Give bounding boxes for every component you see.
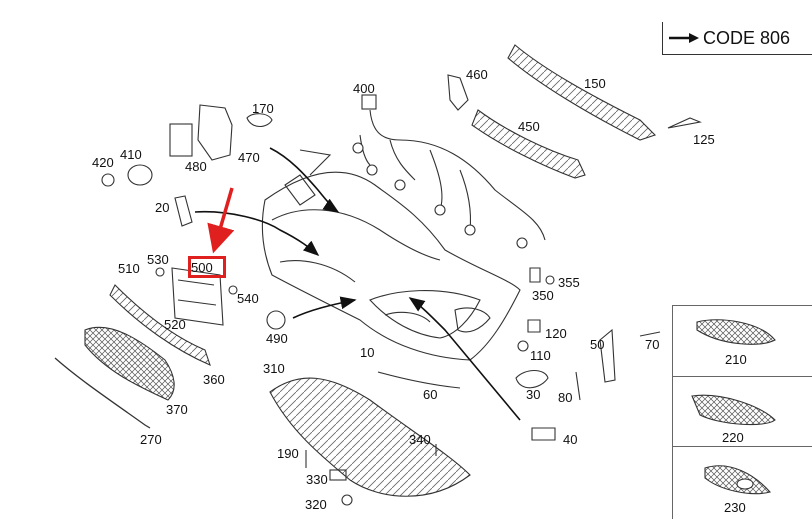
- callout-230[interactable]: 230: [724, 500, 746, 515]
- callout-520[interactable]: 520: [164, 317, 186, 332]
- callout-110[interactable]: 110: [530, 348, 551, 363]
- inset-divider: [672, 376, 812, 377]
- callout-220[interactable]: 220: [722, 430, 744, 445]
- right-parts: [377, 267, 661, 441]
- callout-530[interactable]: 530: [147, 252, 169, 267]
- trim-strip-270: [54, 357, 151, 429]
- callout-355[interactable]: 355: [558, 275, 580, 290]
- upper-grille-strip: [507, 44, 657, 141]
- callout-470[interactable]: 470: [238, 150, 260, 165]
- callout-330[interactable]: 330: [306, 472, 328, 487]
- bracket-460: [447, 74, 469, 111]
- callout-50[interactable]: 50: [590, 337, 605, 352]
- callout-70[interactable]: 70: [645, 337, 660, 352]
- callout-60[interactable]: 60: [423, 387, 438, 402]
- bumper-cover: [261, 149, 521, 361]
- callout-540[interactable]: 540: [237, 291, 259, 306]
- callout-270[interactable]: 270: [140, 432, 162, 447]
- underbody-panel: [269, 377, 471, 497]
- callout-170[interactable]: 170: [252, 101, 274, 116]
- callout-490[interactable]: 490: [266, 331, 288, 346]
- callout-150[interactable]: 150: [584, 76, 606, 91]
- callout-20[interactable]: 20: [155, 200, 170, 215]
- lower-grille-370: [84, 326, 175, 401]
- callout-125[interactable]: 125: [693, 132, 715, 147]
- callout-30[interactable]: 30: [526, 387, 541, 402]
- fasteners-bottom: [305, 444, 437, 506]
- leader-arrows: [194, 147, 521, 421]
- callout-480[interactable]: 480: [185, 159, 207, 174]
- bracket-20: [174, 195, 193, 227]
- inset-part-210: [696, 319, 776, 345]
- callout-190[interactable]: 190: [277, 446, 299, 461]
- callout-370[interactable]: 370: [166, 402, 188, 417]
- callout-120[interactable]: 120: [545, 326, 567, 341]
- callout-80[interactable]: 80: [558, 390, 573, 405]
- trim-125: [667, 117, 702, 129]
- inset-panel: [672, 305, 812, 519]
- callout-350[interactable]: 350: [532, 288, 554, 303]
- callout-210[interactable]: 210: [725, 352, 747, 367]
- sensor-490: [266, 310, 286, 330]
- callout-450[interactable]: 450: [518, 119, 540, 134]
- callout-400[interactable]: 400: [353, 81, 375, 96]
- inset-part-230: [704, 465, 772, 495]
- code-label: CODE 806: [703, 28, 791, 48]
- inset-part-220: [691, 394, 776, 426]
- mounting-bracket: [471, 109, 586, 179]
- callout-40[interactable]: 40: [563, 432, 578, 447]
- callout-420[interactable]: 420: [92, 155, 114, 170]
- callout-10[interactable]: 10: [360, 345, 375, 360]
- code-legend: CODE 806: [662, 22, 812, 55]
- callout-360[interactable]: 360: [203, 372, 225, 387]
- wiring-harness: [352, 94, 546, 249]
- callout-310[interactable]: 310: [263, 361, 285, 376]
- callout-510[interactable]: 510: [118, 261, 140, 276]
- callout-320[interactable]: 320: [305, 497, 327, 512]
- license-plate-holder: [155, 267, 238, 326]
- sensor-bracket-480: [169, 104, 273, 161]
- callout-500[interactable]: 500: [191, 260, 213, 275]
- sensor-410: [101, 164, 153, 187]
- highlight-arrow: [207, 187, 235, 254]
- highlight-box: [188, 256, 226, 278]
- lower-strip-360: [109, 284, 211, 366]
- right-arrow-icon: [669, 33, 699, 43]
- callout-410[interactable]: 410: [120, 147, 142, 162]
- callout-460[interactable]: 460: [466, 67, 488, 82]
- callout-340[interactable]: 340: [409, 432, 431, 447]
- inset-divider: [672, 446, 812, 447]
